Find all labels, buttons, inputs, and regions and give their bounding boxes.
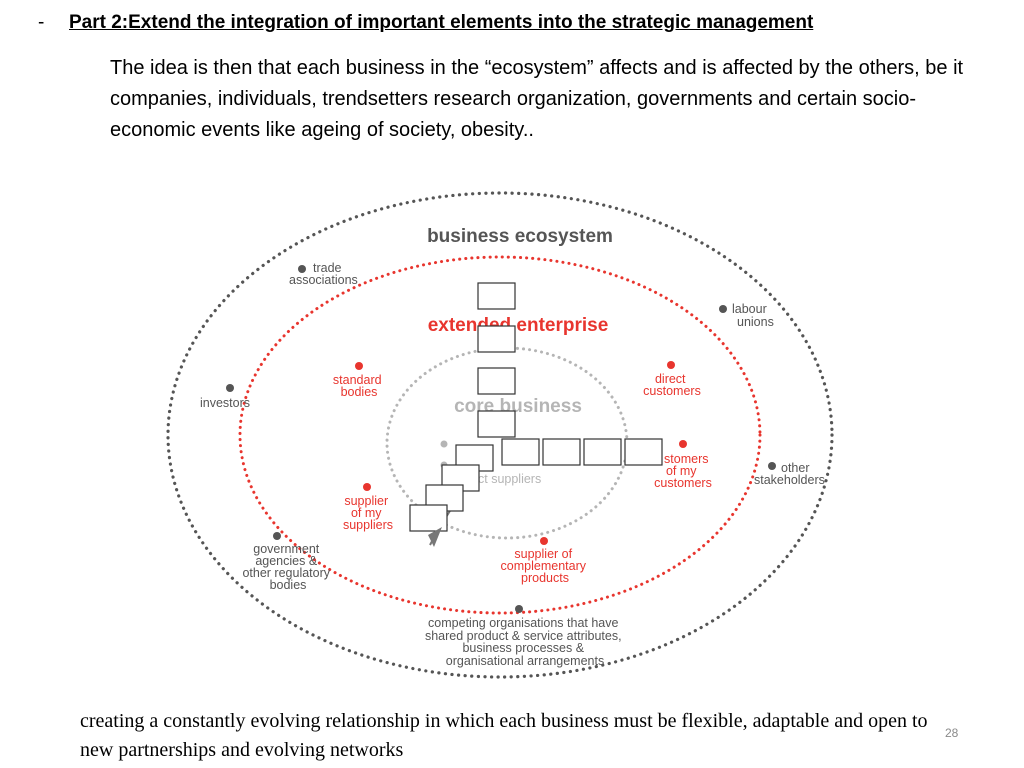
dot-supplier-complementary [540, 537, 548, 545]
dot-supplier-of-suppliers [363, 483, 371, 491]
label-government-agencies: government agencies & other regulatory b… [242, 542, 333, 592]
overlay-box [409, 504, 448, 532]
dot-labour-unions [719, 305, 727, 313]
dot-customers-of-customers [679, 440, 687, 448]
slide-heading: Part 2:Extend the integration of importa… [69, 12, 814, 33]
dot-government [273, 532, 281, 540]
label-direct-customers: direct customers [643, 372, 701, 398]
title-extended-enterprise: extended enterprise [428, 315, 609, 336]
overlay-box [477, 325, 516, 353]
page-number: 28 [945, 726, 959, 740]
dot-trade-associations [298, 265, 306, 273]
overlay-box [583, 438, 622, 466]
label-supplier-of-complementary: supplier of complementary products [501, 547, 590, 585]
middle-ring-extended-enterprise [238, 255, 762, 615]
overlay-box [477, 367, 516, 395]
label-trade-associations: trade associations [289, 261, 358, 287]
overlay-box [542, 438, 581, 466]
dot-investors [226, 384, 234, 392]
label-competing-organisations: competing organisations that have shared… [425, 616, 625, 668]
dot-inner-1 [440, 440, 448, 448]
overlay-box [624, 438, 663, 466]
label-other-stakeholders: other stakeholders [754, 461, 825, 487]
dot-standard-bodies [355, 362, 363, 370]
overlay-box [477, 282, 516, 310]
intro-paragraph: The idea is then that each business in t… [110, 57, 964, 141]
overlay-box [501, 438, 540, 466]
dot-direct-customers [667, 361, 675, 369]
label-partial-suppliers: ct suppliers [478, 472, 541, 486]
outer-ring-business-ecosystem [166, 191, 834, 679]
overlay-box [477, 410, 516, 438]
footer-text: creating a constantly evolving relations… [80, 710, 928, 761]
arrow-head [428, 527, 442, 547]
label-investors: investors [200, 396, 250, 410]
business-ecosystem-diagram: business ecosystem extended enterprise c… [166, 191, 834, 679]
label-supplier-of-my-suppliers: supplier of my suppliers [343, 494, 393, 532]
title-business-ecosystem: business ecosystem [427, 226, 613, 247]
title-core-business: core business [454, 396, 582, 417]
bullet-dash: - [38, 12, 45, 33]
label-customers-of-my-customers: stomers of my customers [654, 452, 712, 490]
dot-competing [515, 605, 523, 613]
dot-other-stakeholders [768, 462, 776, 470]
label-standard-bodies: standard bodies [333, 373, 385, 399]
label-labour-unions: labour unions [732, 302, 774, 329]
